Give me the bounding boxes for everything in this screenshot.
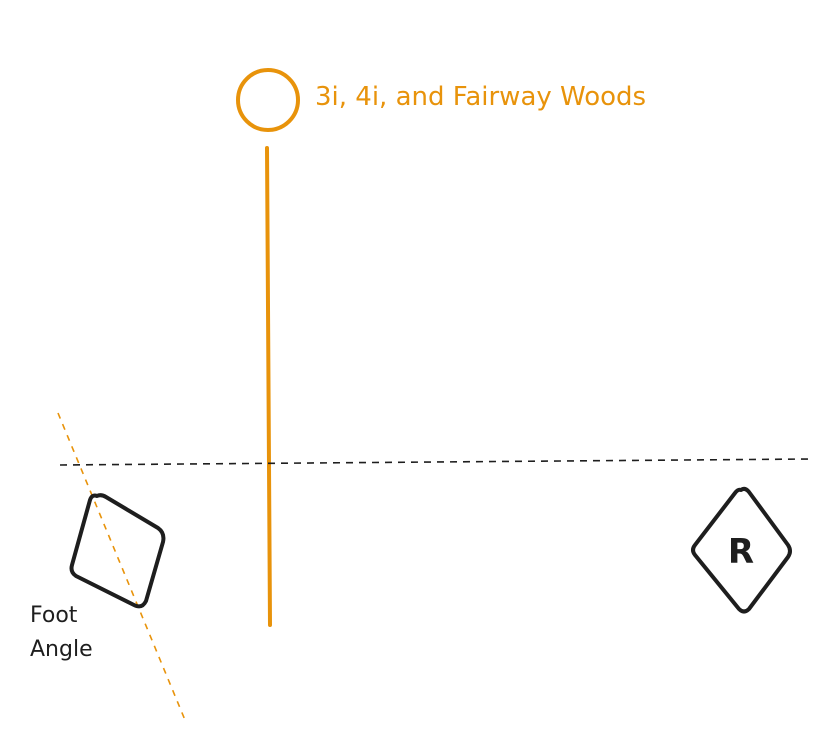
foot-angle-line bbox=[57, 412, 186, 721]
left-foot-shape bbox=[69, 493, 166, 609]
right-foot-marker bbox=[691, 486, 792, 614]
right-marker-letter: R bbox=[728, 532, 754, 572]
ball-position-line bbox=[265, 146, 272, 627]
target-line bbox=[59, 458, 811, 466]
ball-position-label: 3i, 4i, and Fairway Woods bbox=[315, 82, 646, 112]
golf-ball bbox=[236, 68, 300, 132]
foot-angle-label-line2: Angle bbox=[30, 637, 93, 662]
foot-angle-label-line1: Foot bbox=[30, 603, 78, 628]
